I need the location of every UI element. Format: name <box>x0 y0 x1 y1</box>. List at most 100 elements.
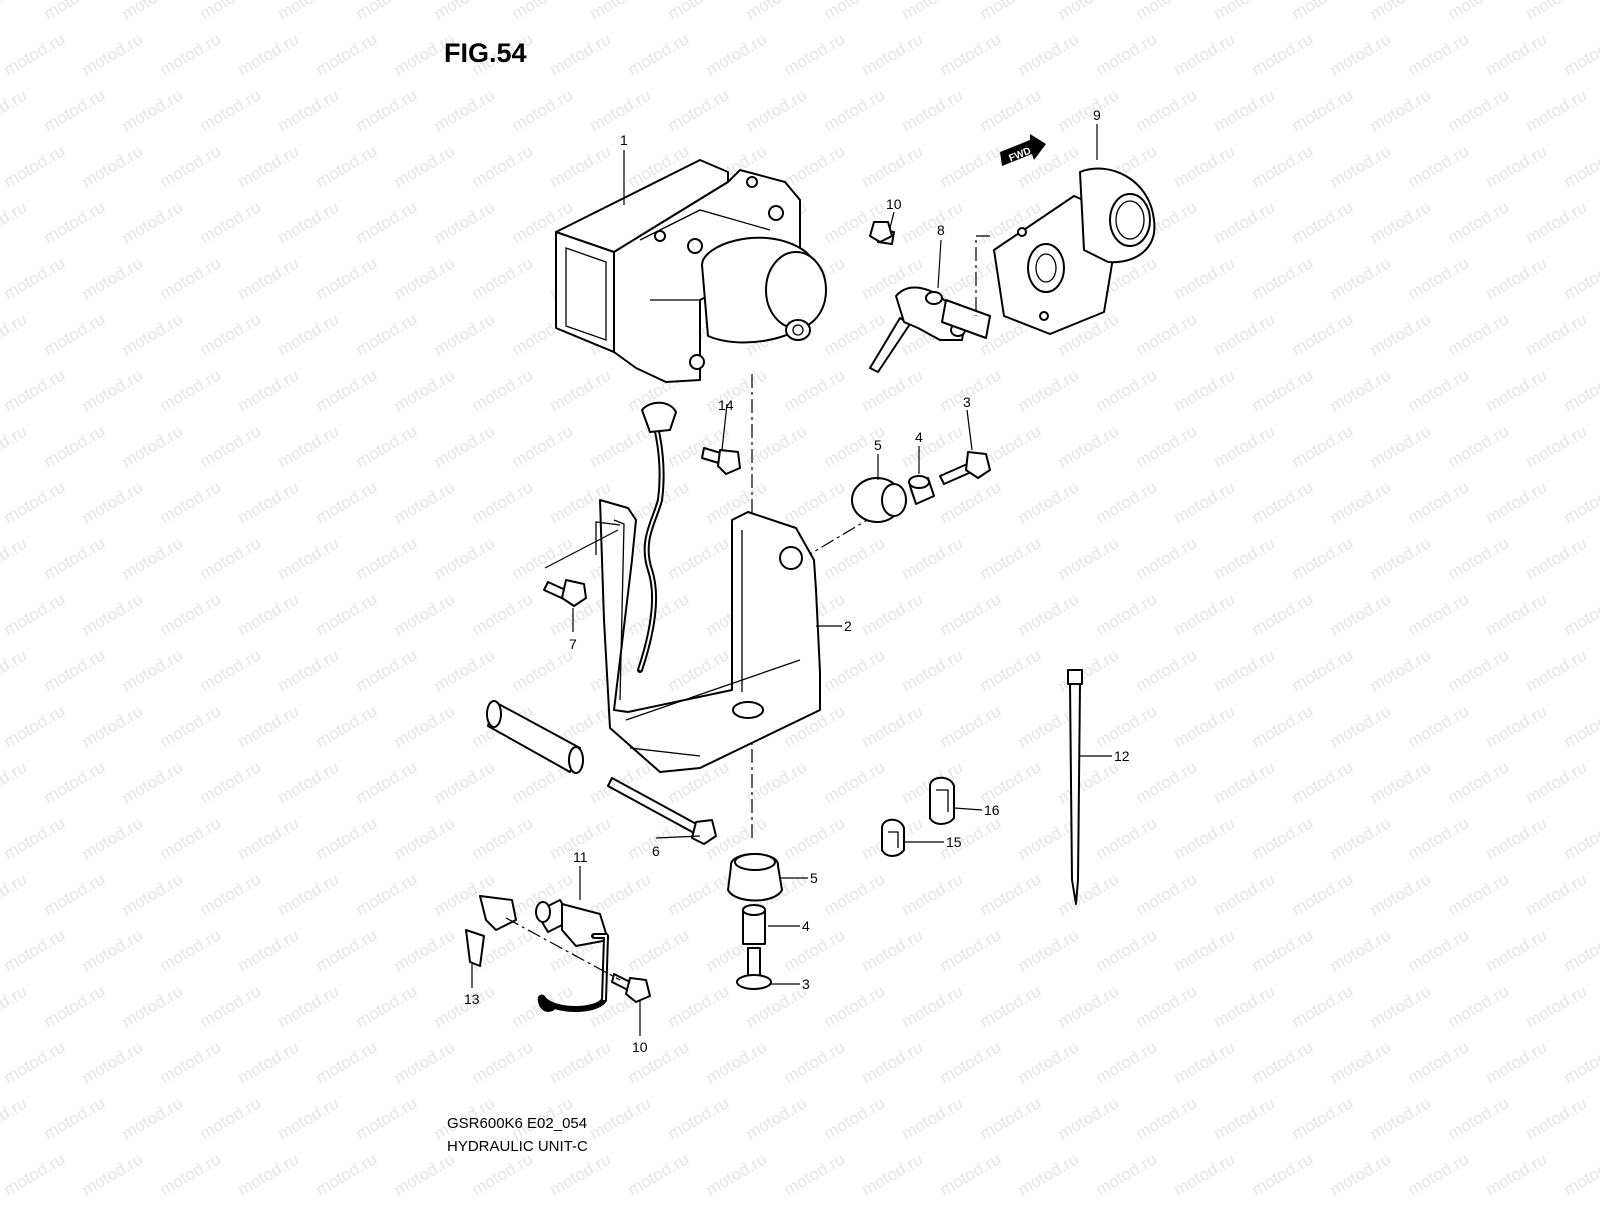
watermark: motod.ru <box>1523 757 1591 807</box>
watermark: motod.ru <box>1327 1037 1395 1087</box>
callout-4: 4 <box>802 918 810 934</box>
watermark: motod.ru <box>1289 533 1357 583</box>
watermark: motod.ru <box>781 813 849 863</box>
watermark: motod.ru <box>977 757 1045 807</box>
watermark: motod.ru <box>79 813 147 863</box>
watermark: motod.ru <box>1171 1149 1239 1199</box>
watermark: motod.ru <box>1405 1149 1473 1199</box>
watermark: motod.ru <box>625 589 693 639</box>
watermark: motod.ru <box>1055 85 1123 135</box>
watermark: motod.ru <box>1367 0 1435 23</box>
watermark: motod.ru <box>821 645 889 695</box>
watermark: motod.ru <box>1055 757 1123 807</box>
watermark: motod.ru <box>391 365 459 415</box>
watermark: motod.ru <box>391 1149 459 1199</box>
watermark: motod.ru <box>1249 141 1317 191</box>
watermark: motod.ru <box>665 645 733 695</box>
watermark: motod.ru <box>431 85 499 135</box>
watermark: motod.ru <box>1405 813 1473 863</box>
watermark: motod.ru <box>469 477 537 527</box>
watermark: motod.ru <box>665 1093 733 1143</box>
watermark: motod.ru <box>79 1037 147 1087</box>
watermark: motod.ru <box>119 1093 187 1143</box>
watermark: motod.ru <box>313 29 381 79</box>
watermark: motod.ru <box>1055 1093 1123 1143</box>
watermark: motod.ru <box>79 141 147 191</box>
watermark: motod.ru <box>547 1037 615 1087</box>
watermark: motod.ru <box>1445 869 1513 919</box>
watermark: motod.ru <box>1171 1037 1239 1087</box>
watermark: motod.ru <box>899 645 967 695</box>
watermark: motod.ru <box>625 29 693 79</box>
watermark: motod.ru <box>665 869 733 919</box>
watermark: motod.ru <box>235 1037 303 1087</box>
watermark: motod.ru <box>1093 589 1161 639</box>
watermark: motod.ru <box>79 365 147 415</box>
watermark: motod.ru <box>1289 197 1357 247</box>
callout-6: 6 <box>652 843 660 859</box>
watermark: motod.ru <box>587 1093 655 1143</box>
clamp-15-part <box>882 820 904 856</box>
callout-16: 16 <box>984 802 1000 818</box>
watermark: motod.ru <box>1445 1093 1513 1143</box>
watermark: motod.ru <box>977 85 1045 135</box>
watermark: motod.ru <box>1327 925 1395 975</box>
watermark: motod.ru <box>1211 0 1279 23</box>
watermark: motod.ru <box>1367 309 1435 359</box>
watermark: motod.ru <box>79 589 147 639</box>
watermark: motod.ru <box>275 0 343 23</box>
watermark: motod.ru <box>275 757 343 807</box>
watermark: motod.ru <box>1445 981 1513 1031</box>
watermark: motod.ru <box>469 1149 537 1199</box>
watermark: motod.ru <box>859 365 927 415</box>
watermark: motod.ru <box>391 701 459 751</box>
watermark: motod.ru <box>937 925 1005 975</box>
watermark: motod.ru <box>119 981 187 1031</box>
watermark: motod.ru <box>119 85 187 135</box>
watermark: motod.ru <box>547 141 615 191</box>
watermark: motod.ru <box>665 533 733 583</box>
watermark: motod.ru <box>1327 29 1395 79</box>
watermark: motod.ru <box>587 85 655 135</box>
watermark: motod.ru <box>781 1037 849 1087</box>
watermark: motod.ru <box>197 421 265 471</box>
watermark: motod.ru <box>547 365 615 415</box>
watermark: motod.ru <box>235 925 303 975</box>
watermark: motod.ru <box>275 309 343 359</box>
watermark: motod.ru <box>1249 477 1317 527</box>
callout-1: 1 <box>620 132 628 148</box>
watermark: motod.ru <box>1249 365 1317 415</box>
watermark: motod.ru <box>1211 533 1279 583</box>
watermark: motod.ru <box>41 85 109 135</box>
watermark: motod.ru <box>275 869 343 919</box>
watermark: motod.ru <box>0 981 30 1031</box>
watermark: motod.ru <box>1 701 69 751</box>
watermark: motod.ru <box>703 1037 771 1087</box>
watermark: motod.ru <box>703 29 771 79</box>
callout-13: 13 <box>464 991 480 1007</box>
watermark: motod.ru <box>821 85 889 135</box>
watermark: motod.ru <box>313 253 381 303</box>
watermark: motod.ru <box>0 757 30 807</box>
watermark: motod.ru <box>353 757 421 807</box>
watermark: motod.ru <box>235 141 303 191</box>
bolt-7-part <box>544 580 586 606</box>
callout-15: 15 <box>946 834 962 850</box>
watermark: motod.ru <box>977 981 1045 1031</box>
watermark: motod.ru <box>1093 477 1161 527</box>
watermark: motod.ru <box>937 1149 1005 1199</box>
callout-4: 4 <box>915 429 923 445</box>
watermark: motod.ru <box>119 645 187 695</box>
callout-5: 5 <box>874 437 882 453</box>
watermark: motod.ru <box>781 1149 849 1199</box>
watermark: motod.ru <box>1015 589 1083 639</box>
watermark: motod.ru <box>1523 869 1591 919</box>
callout-14: 14 <box>718 397 734 413</box>
watermark: motod.ru <box>1561 813 1600 863</box>
watermark: motod.ru <box>0 869 30 919</box>
watermark: motod.ru <box>469 253 537 303</box>
watermark: motod.ru <box>1405 477 1473 527</box>
watermark: motod.ru <box>469 813 537 863</box>
watermark: motod.ru <box>0 645 30 695</box>
